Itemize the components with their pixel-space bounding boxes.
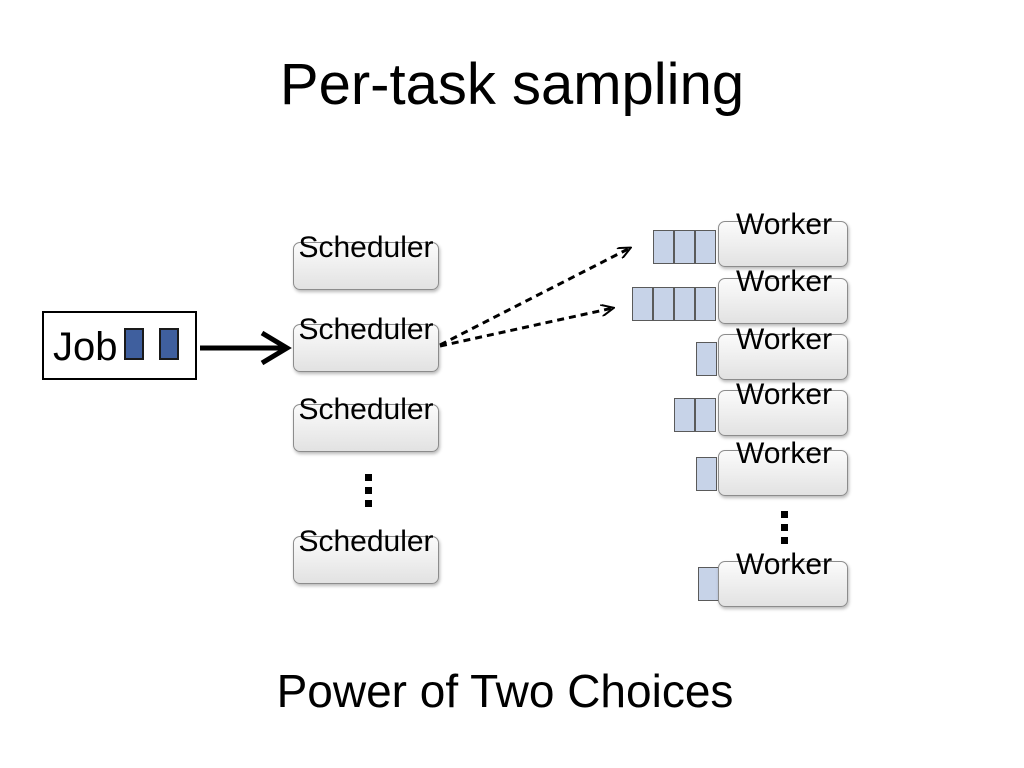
scheduler-label: Scheduler: [298, 525, 434, 558]
worker-box: [718, 278, 848, 324]
worker-box: [718, 334, 848, 380]
job-label: Job: [53, 325, 118, 369]
worker-box: [718, 221, 848, 267]
worker-label: Worker: [735, 323, 833, 356]
worker-label: Worker: [735, 378, 833, 411]
worker-box: [718, 450, 848, 496]
scheduler-label: Scheduler: [298, 313, 434, 346]
scheduler-label: Scheduler: [298, 231, 434, 264]
probe-arrow-worker-2: [439, 308, 613, 348]
worker-queue: [698, 567, 719, 601]
job-to-scheduler-arrowhead: [260, 330, 292, 366]
scheduler-box: [293, 324, 439, 372]
worker-label: Worker: [735, 437, 833, 470]
worker-label: Worker: [735, 265, 833, 298]
worker-queue: [632, 287, 716, 321]
scheduler-box: [293, 242, 439, 290]
worker-queue: [653, 230, 716, 264]
worker-box: [718, 561, 848, 607]
worker-ellipsis: [780, 511, 788, 550]
job-task: [124, 328, 144, 360]
slide-title: Per-task sampling: [279, 52, 745, 117]
job-box: Job: [42, 311, 197, 380]
worker-label: Worker: [735, 548, 833, 581]
scheduler-label: Scheduler: [298, 393, 434, 426]
job-task: [159, 328, 179, 360]
probe-arrow-worker-1: [439, 248, 630, 347]
worker-label: Worker: [735, 208, 833, 241]
worker-queue: [696, 457, 717, 491]
scheduler-ellipsis: [364, 474, 372, 513]
scheduler-box: [293, 536, 439, 584]
worker-box: [718, 390, 848, 436]
worker-queue: [674, 398, 716, 432]
slide-subtitle: Power of Two Choices: [276, 665, 734, 717]
worker-queue: [696, 342, 717, 376]
scheduler-box: [293, 404, 439, 452]
